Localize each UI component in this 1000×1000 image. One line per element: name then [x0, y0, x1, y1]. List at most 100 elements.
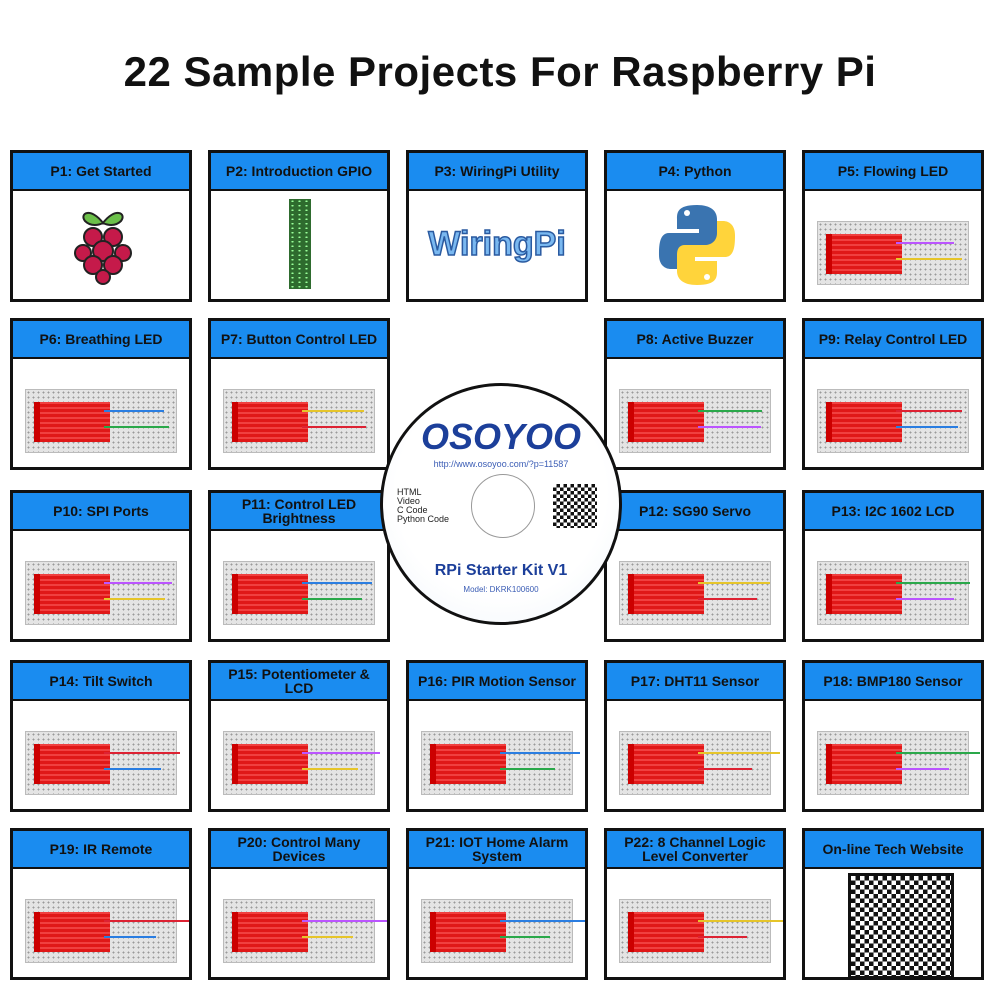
breadboard-diagram — [817, 389, 969, 453]
wire — [302, 768, 358, 770]
wire — [104, 920, 189, 922]
wire — [104, 582, 172, 584]
project-card: P20: Control Many Devices — [208, 828, 390, 980]
project-card-title: P8: Active Buzzer — [607, 321, 783, 359]
breadboard-diagram — [619, 561, 771, 625]
ribbon-cable — [34, 574, 110, 614]
wire — [698, 426, 761, 428]
project-card-image — [211, 869, 387, 977]
ribbon-cable — [34, 744, 110, 784]
project-card-image — [409, 869, 585, 977]
project-card-image — [13, 701, 189, 809]
project-card-title: P1: Get Started — [13, 153, 189, 191]
project-card: P6: Breathing LED — [10, 318, 192, 470]
breadboard-diagram — [817, 731, 980, 795]
project-card: P13: I2C 1602 LCD — [802, 490, 984, 642]
qr-code-icon — [848, 873, 954, 977]
cd-content-item: Python Code — [397, 514, 450, 524]
gpio-header-diagram — [289, 199, 311, 289]
wire — [698, 920, 783, 922]
project-card: P18: BMP180 Sensor — [802, 660, 984, 812]
project-card-title: P21: IOT Home Alarm System — [409, 831, 585, 869]
project-card: P11: Control LED Brightness — [208, 490, 390, 642]
breadboard-diagram — [421, 731, 580, 795]
project-card-image — [805, 701, 981, 809]
ribbon-cable — [628, 574, 704, 614]
wire — [500, 768, 555, 770]
project-card-title: P22: 8 Channel Logic Level Converter — [607, 831, 783, 869]
wire — [500, 920, 585, 922]
project-card-image — [409, 701, 585, 809]
project-card-title: P19: IR Remote — [13, 831, 189, 869]
kit-model: Model: DKRK100600 — [463, 585, 539, 594]
project-card-image — [607, 869, 783, 977]
project-card: P4: Python — [604, 150, 786, 302]
breadboard-diagram — [25, 731, 180, 795]
project-card-image — [607, 359, 783, 467]
project-card-title: P15: Potentiometer & LCD — [211, 663, 387, 701]
project-card: P22: 8 Channel Logic Level Converter — [604, 828, 786, 980]
project-card: P1: Get Started — [10, 150, 192, 302]
wire — [302, 598, 362, 600]
breadboard-diagram — [619, 731, 780, 795]
project-card-title: P7: Button Control LED — [211, 321, 387, 359]
ribbon-cable — [628, 402, 704, 442]
ribbon-cable — [232, 744, 308, 784]
project-card: P9: Relay Control LED — [802, 318, 984, 470]
breadboard-diagram — [619, 899, 783, 963]
breadboard-diagram — [223, 899, 387, 963]
breadboard-diagram — [25, 389, 177, 453]
wire — [896, 768, 949, 770]
breadboard-diagram — [25, 561, 177, 625]
cd-contents: HTML Video C Code Python Code — [397, 488, 449, 524]
cd-center-hole — [471, 474, 535, 538]
project-card: On-line Tech Website — [802, 828, 984, 980]
breadboard-diagram — [817, 561, 970, 625]
project-card-image — [805, 359, 981, 467]
project-card: P17: DHT11 Sensor — [604, 660, 786, 812]
raspberry-pi-icon — [74, 212, 132, 285]
cd-content-item: HTML — [397, 487, 422, 497]
project-card: P5: Flowing LED — [802, 150, 984, 302]
project-card-title: P9: Relay Control LED — [805, 321, 981, 359]
project-card: P10: SPI Ports — [10, 490, 192, 642]
breadboard-diagram — [223, 731, 380, 795]
project-card: P16: PIR Motion Sensor — [406, 660, 588, 812]
wire — [302, 426, 366, 428]
project-card-image — [607, 701, 783, 809]
wire — [896, 598, 954, 600]
project-card: P19: IR Remote — [10, 828, 192, 980]
ribbon-cable — [34, 402, 110, 442]
wire — [104, 936, 156, 938]
project-card-image — [211, 359, 387, 467]
page-title: 22 Sample Projects For Raspberry Pi — [123, 48, 877, 95]
ribbon-cable — [826, 402, 902, 442]
breadboard-diagram — [25, 899, 189, 963]
ribbon-cable — [628, 912, 704, 952]
breadboard-diagram — [421, 899, 585, 963]
project-card-image — [211, 531, 387, 639]
ribbon-cable — [826, 574, 902, 614]
project-card-image — [805, 191, 981, 299]
wire — [698, 768, 752, 770]
wire — [698, 582, 770, 584]
wire — [302, 920, 387, 922]
ribbon-cable — [430, 744, 506, 784]
kit-name: RPi Starter Kit V1 — [434, 562, 568, 579]
project-card-title: P20: Control Many Devices — [211, 831, 387, 869]
wire — [302, 410, 364, 412]
wire — [896, 242, 954, 244]
wire — [698, 410, 762, 412]
wire — [896, 258, 962, 260]
project-card-title: P2: Introduction GPIO — [211, 153, 387, 191]
project-card-image — [805, 869, 981, 977]
wire — [896, 582, 970, 584]
ribbon-cable — [232, 574, 308, 614]
cd-content-item: C Code — [397, 505, 428, 515]
project-card-image — [805, 531, 981, 639]
breadboard-diagram — [619, 389, 771, 453]
project-card-title: On-line Tech Website — [805, 831, 981, 869]
wire — [302, 582, 372, 584]
ribbon-cable — [826, 744, 902, 784]
project-card: P7: Button Control LED — [208, 318, 390, 470]
